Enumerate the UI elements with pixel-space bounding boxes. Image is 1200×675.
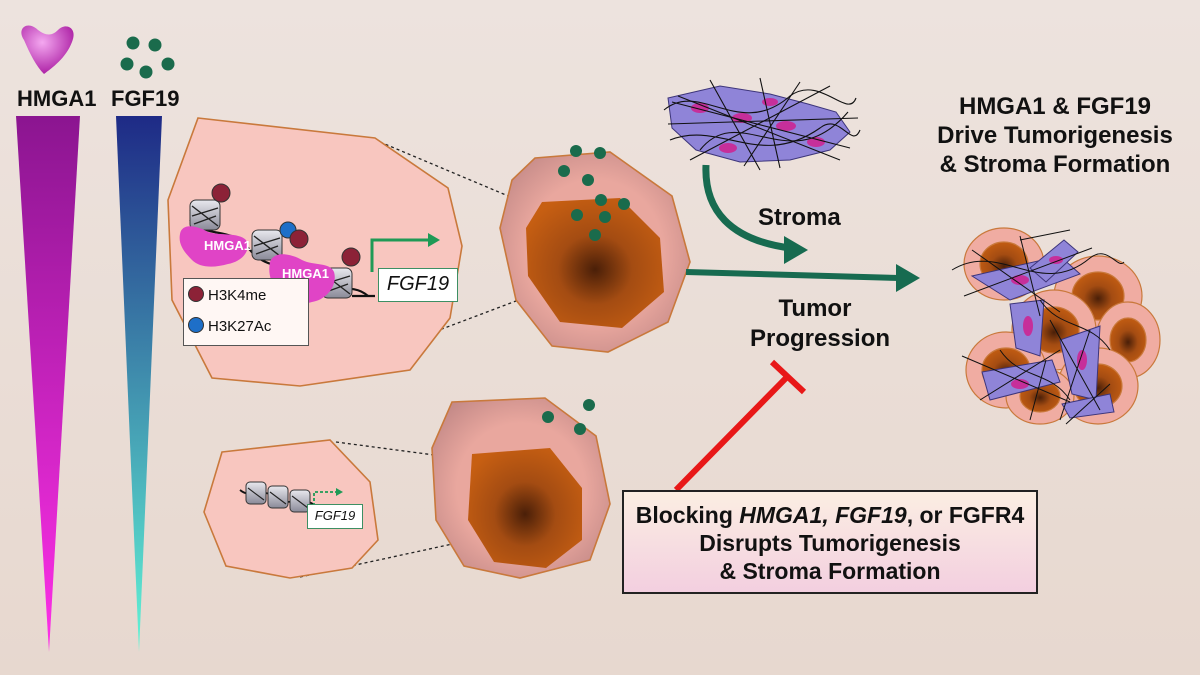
blocking-genes: HMGA1, FGF19: [739, 502, 907, 528]
inhibition-line: [673, 359, 807, 493]
chromatin-bottom: [239, 481, 343, 513]
title-line-2: Drive Tumorigenesis: [937, 122, 1173, 149]
tumor-nucleus-low: [468, 448, 582, 568]
h3k27ac-dot-icon: [188, 317, 204, 333]
blocking-suffix: , or FGFR4: [906, 502, 1025, 528]
hmga1-protein-label-a: HMGA1: [204, 238, 251, 253]
tumor-mass: [951, 227, 1161, 425]
fgf19-ligand-icon: [120, 36, 175, 79]
tumor-progression-arrow: [685, 264, 920, 292]
hmga1-protein-label-b: HMGA1: [282, 266, 329, 281]
blocking-prefix: Blocking: [635, 502, 740, 528]
legend-h3k27ac-label: H3K27Ac: [208, 318, 272, 335]
title-line-3: & Stroma Formation: [939, 151, 1171, 178]
stroma-cluster: [663, 77, 861, 171]
progression-line-2: Progression: [750, 325, 891, 352]
hmga1-protein-a: [179, 226, 248, 267]
fgf19-transcription-arrow: [352, 233, 440, 298]
legend-h3k4me-label: H3K4me: [208, 287, 267, 304]
progression-line-1: Tumor: [778, 295, 852, 322]
stroma-arrow: [702, 164, 808, 264]
blocking-line-3: & Stroma Formation: [719, 558, 941, 584]
fgf19-secreted-top: [558, 145, 630, 241]
legend-row-h3k4me: H3K4me: [188, 286, 266, 304]
tumor-progression-label: Tumor Progression: [750, 294, 891, 354]
stroma-label: Stroma: [758, 204, 841, 231]
blocking-line-2: Disrupts Tumorigenesis: [699, 530, 961, 556]
blocking-line-1: Blocking HMGA1, FGF19, or FGFR4: [624, 501, 1036, 529]
legend-row-h3k27ac: H3K27Ac: [188, 317, 271, 335]
fgf19-secreted-bottom: [542, 399, 595, 435]
main-title: HMGA1 & FGF19 Drive Tumorigenesis & Stro…: [905, 92, 1200, 179]
fgf19-gene-box-top: FGF19: [378, 268, 458, 302]
hmga1-gradient-wedge: [16, 116, 80, 652]
tumor-nucleus-high: [526, 198, 664, 328]
fgf19-gradient-wedge: [116, 116, 162, 652]
h3k4me-dot-icon: [188, 286, 204, 302]
blocking-box: Blocking HMGA1, FGF19, or FGFR4 Disrupts…: [622, 490, 1038, 594]
hmga1-protein-icon: [21, 25, 74, 74]
title-line-1: HMGA1 & FGF19: [958, 93, 1152, 120]
histone-mark-legend: H3K4me H3K27Ac: [183, 278, 309, 346]
hmga1-label: HMGA1: [17, 86, 97, 111]
fgf19-label: FGF19: [111, 86, 180, 111]
fgf19-gene-box-bottom: FGF19: [307, 504, 363, 529]
